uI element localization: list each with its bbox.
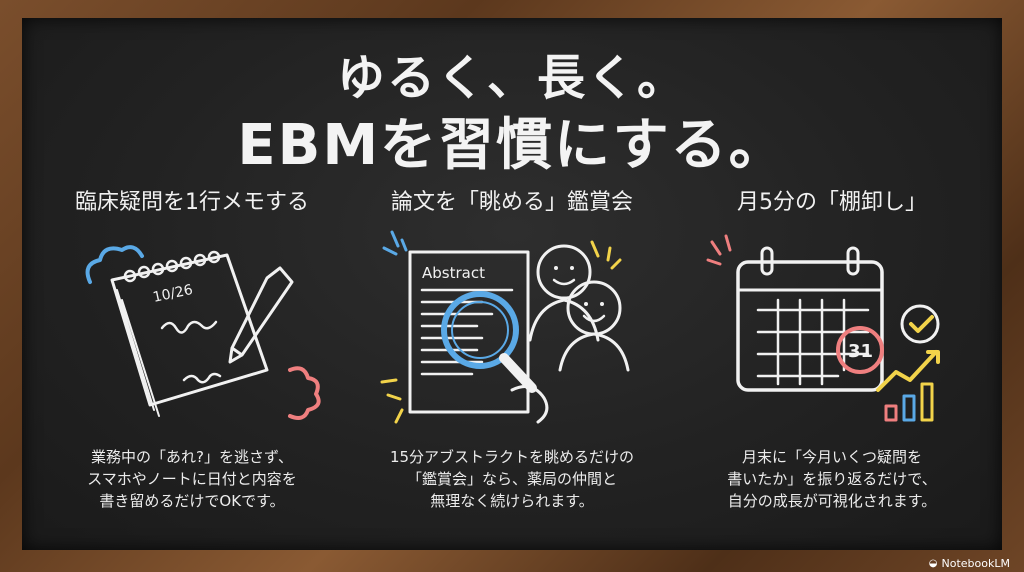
blue-cloud-icon (85, 245, 144, 284)
abstract-magnifier-illustration: Abstract (380, 230, 630, 424)
magnifier-icon (441, 291, 519, 369)
notepad-icon (110, 253, 269, 407)
column-3-heading: 月5分の「棚卸し」 (737, 190, 927, 215)
abstract-paper-icon (408, 250, 530, 414)
brand-label: NotebookLM (941, 557, 1010, 570)
notebooklm-brand: ◒ NotebookLM (929, 557, 1010, 570)
circled-date-icon (836, 326, 884, 374)
pencil-icon (228, 266, 294, 364)
face-icon (536, 244, 592, 300)
pink-cloud-icon (288, 366, 321, 420)
bar-chart-icon (884, 404, 898, 422)
note-date-label: 10/26 (152, 282, 195, 306)
column-1-heading: 臨床疑問を1行メモする (75, 190, 309, 215)
calendar-icon (736, 260, 884, 392)
calendar-date-label: 31 (848, 341, 873, 362)
column-2-body: 15分アブストラクトを眺めるだけの 「鑑賞会」なら、薬局の仲間と 無理なく続けら… (389, 448, 635, 510)
title-line-1: ゆるく、長く。 (336, 50, 687, 106)
chalkboard (22, 18, 1002, 550)
column-1-body: 業務中の「あれ?」を逃さず、 スマホやノートに日付と内容を 書き留めるだけでOK… (87, 448, 297, 510)
checkmark-icon (900, 304, 940, 344)
abstract-label: Abstract (422, 264, 485, 282)
notebooklm-logo-icon: ◒ (928, 558, 938, 569)
column-3-body: 月末に「今月いくつ疑問を 書いたか」を振り返るだけで、 自分の成長が可視化されま… (727, 448, 937, 510)
notepad-pencil-illustration: 10/26 (85, 245, 321, 420)
column-2-heading: 論文を「眺める」鑑賞会 (390, 190, 633, 215)
title-line-2: EBMを習慣にする。 (237, 113, 787, 178)
calendar-chart-illustration: 31 (706, 234, 940, 422)
